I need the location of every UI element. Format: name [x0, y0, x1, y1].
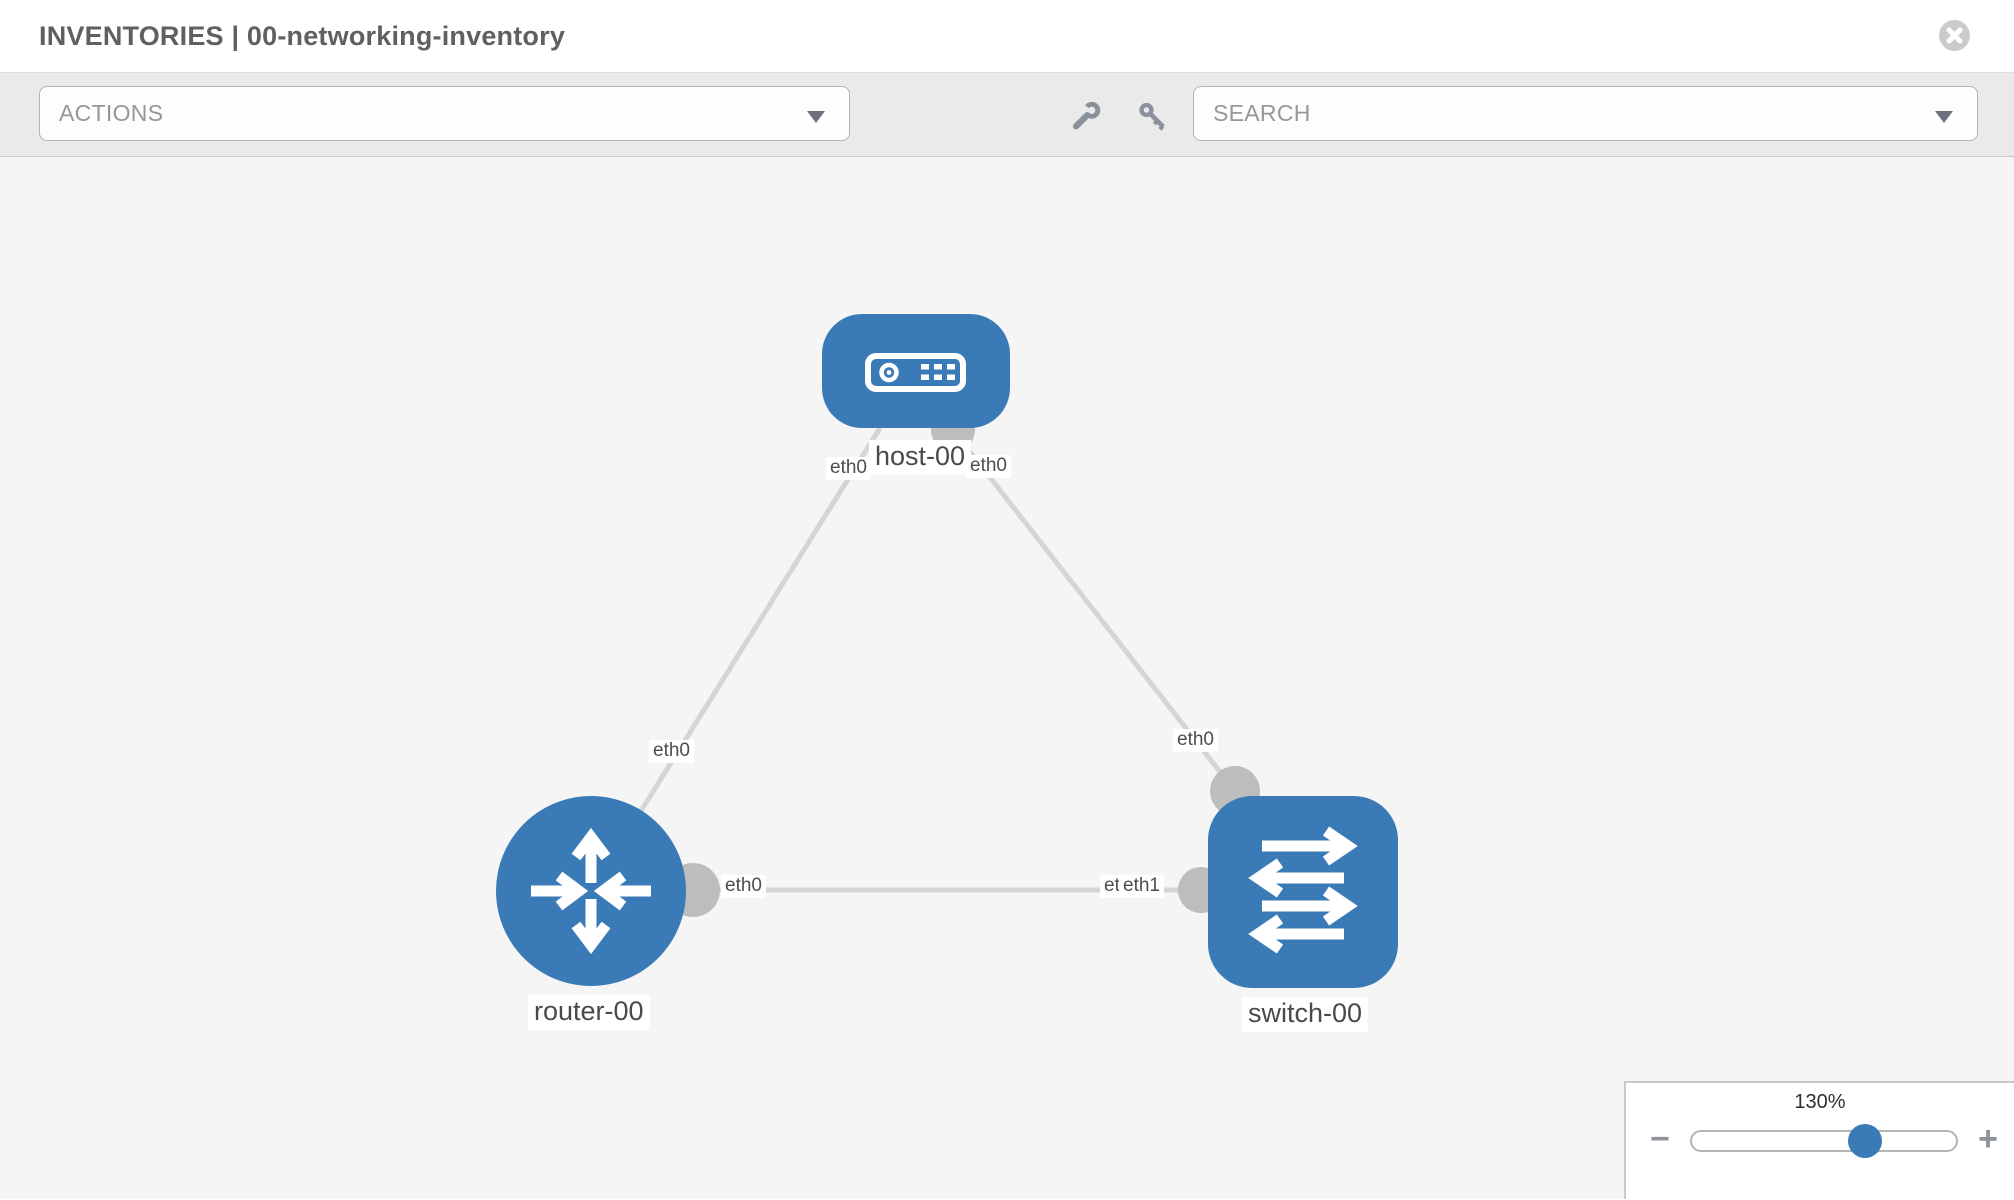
if-label-host-eth0-right: eth0 [966, 455, 1011, 478]
host-icon [865, 353, 966, 392]
node-router-00[interactable] [496, 796, 686, 986]
router-icon [531, 827, 651, 955]
zoom-slider-track[interactable] [1690, 1124, 1958, 1158]
actions-dropdown[interactable]: ACTIONS [39, 86, 850, 141]
actions-dropdown-label: ACTIONS [59, 100, 164, 126]
node-switch-00[interactable] [1208, 796, 1398, 988]
configure-tools-button[interactable] [1068, 101, 1102, 131]
chevron-down-icon [807, 111, 825, 123]
chevron-down-icon [1935, 111, 1953, 123]
zoom-control-panel: 130% − + [1624, 1081, 2014, 1199]
close-button[interactable] [1939, 20, 1970, 51]
zoom-slider-thumb[interactable] [1848, 1124, 1882, 1158]
node-label-host-00: host-00 [869, 440, 972, 475]
zoom-percentage: 130% [1794, 1091, 1846, 1113]
if-label-router-eth0-top: eth0 [649, 740, 694, 763]
zoom-in-button[interactable]: + [1978, 1120, 1998, 1158]
zoom-out-button[interactable]: − [1650, 1120, 1670, 1158]
search-dropdown[interactable]: SEARCH [1193, 86, 1978, 141]
node-host-00[interactable] [822, 314, 1010, 428]
key-icon [1139, 102, 1165, 131]
credentials-button[interactable] [1136, 101, 1170, 131]
close-icon [1946, 27, 1963, 44]
if-label-host-eth0-left: eth0 [826, 457, 871, 480]
toolbar: ACTIONS SEARCH [0, 72, 2014, 157]
switch-icon [1248, 826, 1358, 954]
node-label-router-00: router-00 [528, 995, 650, 1030]
page-title: INVENTORIES | 00-networking-inventory [39, 21, 566, 51]
wrench-icon [1073, 101, 1101, 130]
breadcrumb-header: INVENTORIES | 00-networking-inventory [0, 0, 2014, 72]
topology-canvas[interactable]: host-00 router-00 switch-00 eth0 eth0 et… [0, 157, 2014, 1199]
if-label-switch-eth1-left: eth1 [1119, 875, 1164, 898]
if-label-switch-eth0-top: eth0 [1173, 729, 1218, 752]
node-label-switch-00: switch-00 [1242, 997, 1369, 1032]
if-label-router-eth0-right: eth0 [721, 875, 766, 898]
search-dropdown-label: SEARCH [1213, 100, 1311, 126]
